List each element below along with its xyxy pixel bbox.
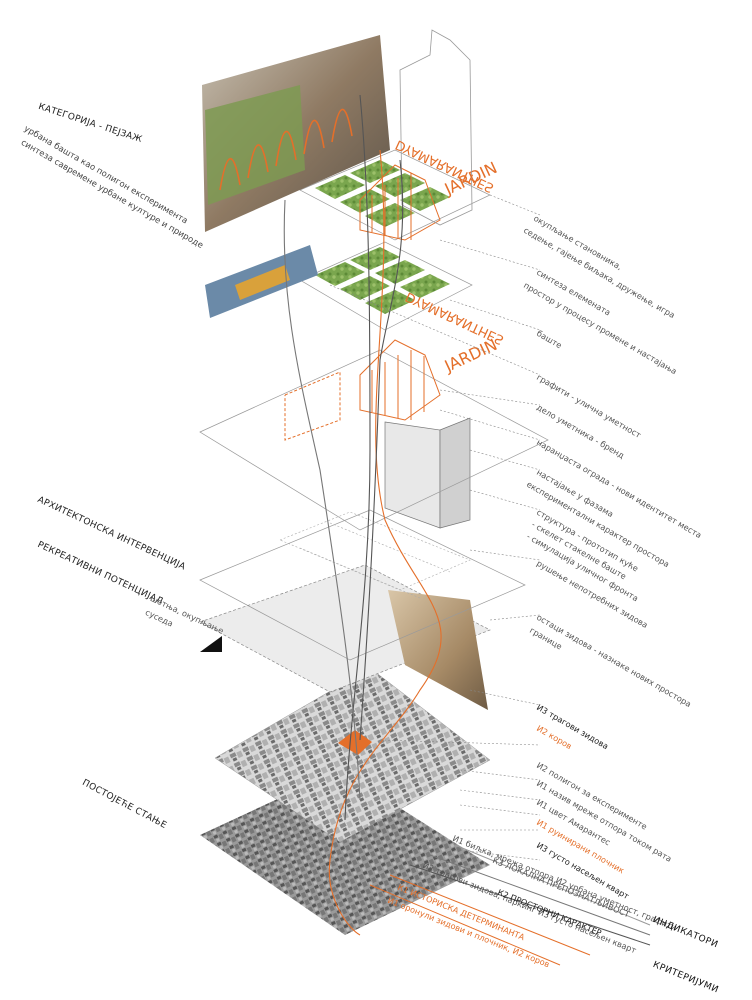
dyamaranthes-sign-mid: DYAMARANTHES [403, 288, 506, 347]
structure-plane [199, 349, 549, 531]
connector-lines [283, 94, 442, 936]
garden-beds-lower [315, 247, 450, 314]
standing-wall-2 [439, 417, 471, 529]
criteria-lines [369, 844, 651, 966]
orange-fence-frame [284, 339, 441, 441]
street-photo-green [205, 85, 305, 205]
ruin-photo [388, 590, 488, 710]
garden-plane-lower [299, 241, 473, 331]
standing-wall [384, 421, 441, 529]
black-arrow-marker [200, 636, 222, 652]
walls-plane [199, 509, 526, 661]
wall-grid [279, 511, 471, 599]
city-map-layer-3d [214, 667, 491, 843]
city-map-layer-bottom [200, 770, 490, 935]
graffiti-photo-accent [235, 265, 290, 300]
orange-fence-arches [219, 108, 353, 191]
building-outline-top [399, 29, 473, 226]
site-orange-block [338, 730, 372, 755]
leader-lines [329, 194, 541, 861]
orange-greenhouse-frame [359, 164, 441, 241]
